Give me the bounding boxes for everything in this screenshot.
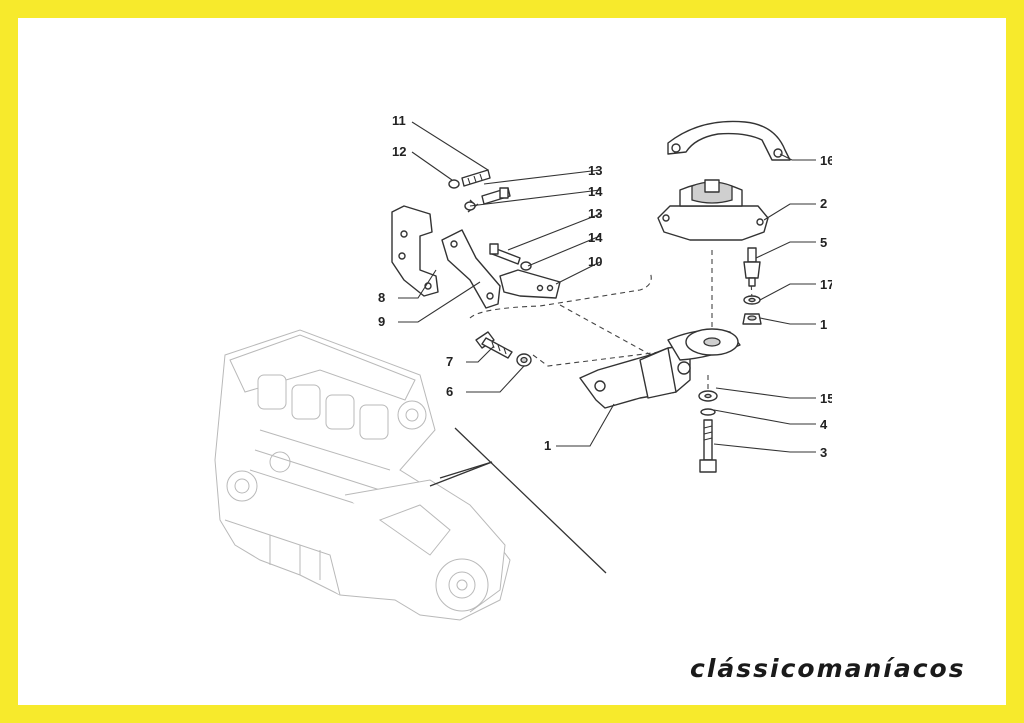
callout-16: 16 (820, 153, 834, 168)
callout-1: 1 (544, 438, 551, 453)
callout-4: 4 (820, 417, 828, 432)
part-left-bracket (391, 205, 439, 297)
brand-watermark: clássicomaníacos (690, 654, 966, 683)
callout-7: 7 (446, 354, 453, 369)
callout-labels: 11 12 13 14 13 14 10 8 9 7 6 1 16 2 5 17… (378, 113, 834, 460)
part-small-bracket (499, 269, 561, 299)
bolts-and-nuts (448, 169, 532, 367)
callout-8: 8 (378, 290, 385, 305)
callout-14-upper: 14 (588, 184, 603, 199)
callout-11: 11 (392, 113, 406, 128)
part-lower-bracket (579, 328, 741, 409)
callout-6: 6 (446, 384, 453, 399)
callout-3: 3 (820, 445, 827, 460)
callout-13-upper: 13 (588, 163, 602, 178)
engine-gearbox-illustration (214, 329, 511, 621)
callout-5: 5 (820, 235, 827, 250)
part-upper-strap (667, 120, 791, 161)
callout-18: 1 (820, 317, 827, 332)
callout-13-lower: 13 (588, 206, 602, 221)
leader-lines (398, 121, 816, 453)
callout-9: 9 (378, 314, 385, 329)
callout-15: 15 (820, 391, 834, 406)
callout-10: 10 (588, 254, 602, 269)
callout-2: 2 (820, 196, 827, 211)
callout-14-lower: 14 (588, 230, 603, 245)
scan-crop-edge (832, 100, 872, 480)
part-upper-rubber-mount (657, 179, 769, 241)
callout-17: 17 (820, 277, 834, 292)
part-lower-bolt-stack (698, 390, 718, 473)
callout-12: 12 (392, 144, 406, 159)
part-stud-and-nut (742, 247, 762, 325)
